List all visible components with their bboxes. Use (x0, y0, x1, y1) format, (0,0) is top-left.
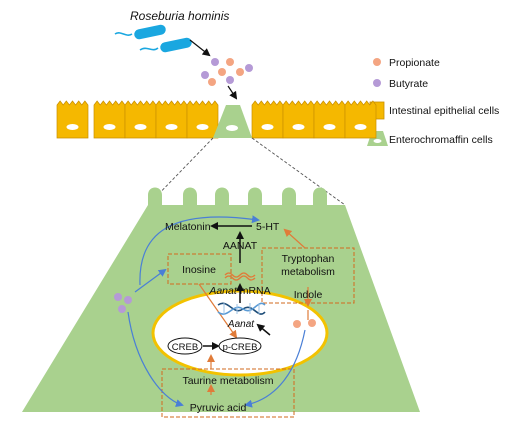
legend-propionate-swatch (373, 58, 381, 66)
propionate-dot (236, 68, 244, 76)
mrna-wave-2 (224, 275, 256, 281)
butyrate-dot (226, 76, 234, 84)
butyrate-dot (114, 293, 122, 301)
bacterium-label: Roseburia hominis (130, 9, 229, 23)
metabolite-cluster (201, 58, 253, 86)
arrow-to-ec-cell (227, 85, 238, 100)
tryptophan-label-line1: Tryptophan (282, 253, 335, 265)
arrow-tryptophan-to-5ht (283, 228, 306, 249)
legend-propionate-label: Propionate (389, 57, 440, 69)
pcreb-label: p-CREB (223, 342, 258, 353)
epithelial-cell (56, 100, 89, 139)
flagellum-1 (114, 32, 133, 36)
butyrate-dot (124, 296, 132, 304)
taurine-label: Taurine metabolism (182, 375, 273, 387)
inosine-label: Inosine (182, 264, 216, 276)
epithelial-nucleus (165, 124, 178, 130)
aanat-mrna-label: Aanat mRNA (208, 285, 270, 297)
serotonin-label: 5-HT (256, 221, 280, 233)
aanat-mrna-gene: Aanat (208, 285, 238, 297)
epithelial-nucleus (134, 124, 147, 130)
arrow-propionate-to-pyruvic (244, 329, 306, 408)
aanat-gene-label: Aanat (227, 319, 255, 330)
arrow-bacteria-to-metabolites (189, 39, 211, 57)
zoom-line-right (251, 137, 346, 206)
epithelial-nucleus (292, 124, 305, 130)
epithelial-nucleus (66, 124, 79, 130)
aanat-enzyme-label: AANAT (223, 240, 258, 252)
inosine-box (167, 253, 232, 285)
taurine-box (161, 368, 295, 418)
tryptophan-label-line2: metabolism (281, 266, 335, 278)
epithelial-nucleus (323, 124, 336, 130)
arrow-inosine-to-creb (198, 283, 238, 339)
butyrate-dot (118, 305, 126, 313)
legend-epithelial-label: Intestinal epithelial cells (389, 105, 499, 117)
propionate-dot (226, 58, 234, 66)
epithelium-row (56, 100, 377, 139)
ec-nucleus (226, 125, 238, 131)
epithelial-cell (344, 100, 377, 139)
epithelial-nucleus (261, 124, 274, 130)
bacteria-group (114, 24, 192, 53)
propionate-dot (308, 319, 316, 327)
epithelial-cell (251, 100, 284, 139)
mrna-wave (224, 272, 256, 278)
indole-label: Indole (294, 289, 323, 301)
butyrate-dot (245, 64, 253, 72)
arrow-butyrate-to-inosine (134, 268, 167, 293)
bacterium-1 (134, 24, 166, 40)
arrow-butyrate-to-pyruvic (127, 311, 184, 407)
epithelial-nucleus (354, 124, 367, 130)
epithelial-cell (155, 100, 188, 139)
epithelial-nucleus (103, 124, 116, 130)
propionate-dot (208, 78, 216, 86)
dna-helix-icon (217, 302, 266, 315)
legend-ec-label: Enterochromaffin cells (389, 134, 493, 146)
epithelial-nucleus (196, 124, 209, 130)
legend-ec-nucleus (373, 139, 382, 143)
creb-label: CREB (172, 342, 198, 353)
flagellum-2 (139, 47, 159, 51)
nucleus (151, 289, 329, 377)
aanat-mrna-suffix: mRNA (237, 285, 271, 297)
bacterium-2 (160, 37, 192, 53)
creb-oval (167, 337, 203, 355)
butyrate-dot (211, 58, 219, 66)
butyrate-dot (201, 71, 209, 79)
propionate-dot (293, 320, 301, 328)
propionate-dot (218, 68, 226, 76)
epithelial-cell (124, 100, 157, 139)
pyruvic-label: Pyruvic acid (190, 402, 247, 414)
legend-butyrate-swatch (373, 79, 381, 87)
pcreb-oval (218, 337, 262, 355)
epithelial-cell (186, 100, 219, 139)
epithelial-cell (282, 100, 315, 139)
epithelial-cell (313, 100, 346, 139)
arrow-pcreb-to-gene (256, 323, 271, 336)
legend-butyrate-label: Butyrate (389, 78, 428, 90)
enterochromaffin-cell (213, 105, 252, 138)
legend: Propionate Butyrate Intestinal epithelia… (367, 57, 499, 146)
arrow-butyrate-to-5ht (139, 215, 260, 286)
melatonin-label: Melatonin (165, 221, 211, 233)
epithelial-cell (93, 100, 126, 139)
